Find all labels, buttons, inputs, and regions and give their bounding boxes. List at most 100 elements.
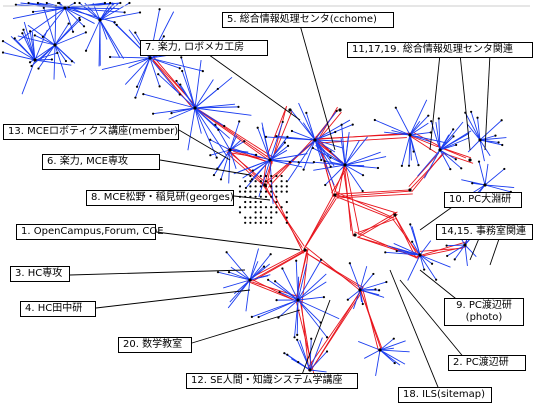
page-node	[78, 18, 82, 22]
link-edge	[298, 102, 316, 141]
page-node	[320, 258, 323, 261]
page-node	[285, 221, 288, 224]
link-edge	[278, 299, 299, 319]
label-cc-related: 11,17,19. 総合情報処理センタ関連	[347, 42, 533, 58]
link-edge	[269, 145, 289, 161]
link-edge	[359, 273, 374, 291]
link-edge	[409, 134, 447, 144]
label-robomech-studio: 7. 楽力, ロボメカ工房	[140, 40, 268, 56]
link-edge	[306, 253, 361, 288]
link-edge	[439, 137, 470, 151]
link-edge	[210, 149, 231, 156]
page-node	[180, 56, 183, 59]
page-node	[423, 268, 426, 271]
link-edge	[314, 119, 351, 141]
link-edge	[194, 107, 218, 123]
label-pc-watanabe-photo-line1: 9. PC渡辺研	[456, 300, 512, 311]
link-edge	[409, 99, 428, 136]
link-edge	[392, 218, 421, 257]
page-node	[22, 28, 25, 31]
link-edge	[149, 57, 180, 69]
page-node	[238, 190, 242, 193]
link-edge	[333, 189, 411, 195]
page-node	[1, 40, 5, 43]
link-edge	[268, 139, 313, 188]
page-node	[71, 30, 75, 33]
page-node	[361, 302, 364, 306]
link-edge	[419, 254, 425, 270]
link-edge	[331, 194, 392, 219]
page-node	[430, 262, 434, 265]
page-node	[385, 280, 388, 284]
link-edge	[408, 152, 440, 187]
label-leader-line	[155, 231, 301, 251]
page-node	[259, 200, 262, 204]
page-node	[270, 174, 273, 178]
link-edge	[269, 159, 303, 168]
link-edge	[229, 121, 240, 151]
link-edge	[274, 280, 299, 301]
link-edge	[364, 349, 381, 359]
link-edge	[297, 259, 322, 301]
page-node	[378, 348, 382, 352]
page-node	[280, 190, 283, 193]
page-node	[400, 164, 403, 167]
link-edge	[464, 244, 477, 257]
page-node	[471, 182, 474, 185]
link-edge	[34, 34, 56, 46]
link-edge	[477, 117, 481, 141]
link-edge	[134, 57, 151, 98]
page-node	[178, 67, 181, 70]
link-edge	[40, 44, 56, 60]
page-node	[393, 361, 396, 365]
page-node	[288, 160, 291, 164]
page-node	[452, 135, 455, 138]
page-node	[463, 243, 467, 247]
link-edge	[229, 149, 249, 153]
link-edge	[297, 273, 327, 301]
link-edge	[249, 249, 307, 282]
link-edge	[276, 135, 316, 141]
link-edge	[54, 44, 67, 62]
page-node	[251, 169, 254, 172]
page-node	[33, 58, 37, 62]
page-node	[283, 352, 286, 355]
page-node	[217, 128, 220, 131]
page-node	[297, 161, 300, 164]
label-opencampus: 1. OpenCampus,Forum, COE	[16, 224, 164, 240]
page-node	[225, 251, 228, 254]
page-node	[209, 138, 212, 141]
page-node	[250, 178, 254, 181]
page-node	[293, 336, 296, 339]
page-node	[408, 133, 412, 137]
link-edge	[309, 351, 328, 371]
page-node	[56, 51, 59, 55]
link-edge	[360, 289, 383, 350]
link-edge	[439, 149, 457, 160]
page-node	[179, 83, 182, 86]
link-edge	[409, 135, 438, 154]
link-edge	[273, 110, 293, 157]
page-node	[264, 195, 268, 198]
page-node	[270, 190, 273, 193]
page-node	[280, 180, 283, 183]
link-edge	[435, 122, 441, 151]
link-edge	[345, 164, 360, 232]
page-node	[305, 111, 308, 114]
page-node	[29, 30, 32, 33]
link-edge	[266, 160, 273, 187]
link-edge	[261, 127, 271, 161]
page-node	[249, 221, 252, 224]
link-edge	[467, 139, 481, 153]
page-node	[263, 183, 267, 187]
page-node	[460, 167, 463, 170]
link-edge	[314, 139, 342, 142]
page-node	[270, 216, 273, 219]
page-node	[175, 79, 178, 83]
link-edge	[340, 138, 346, 166]
link-edge	[34, 29, 48, 61]
link-edge	[226, 153, 268, 190]
page-node	[27, 1, 30, 5]
page-node	[238, 120, 241, 123]
link-edge	[297, 299, 340, 320]
